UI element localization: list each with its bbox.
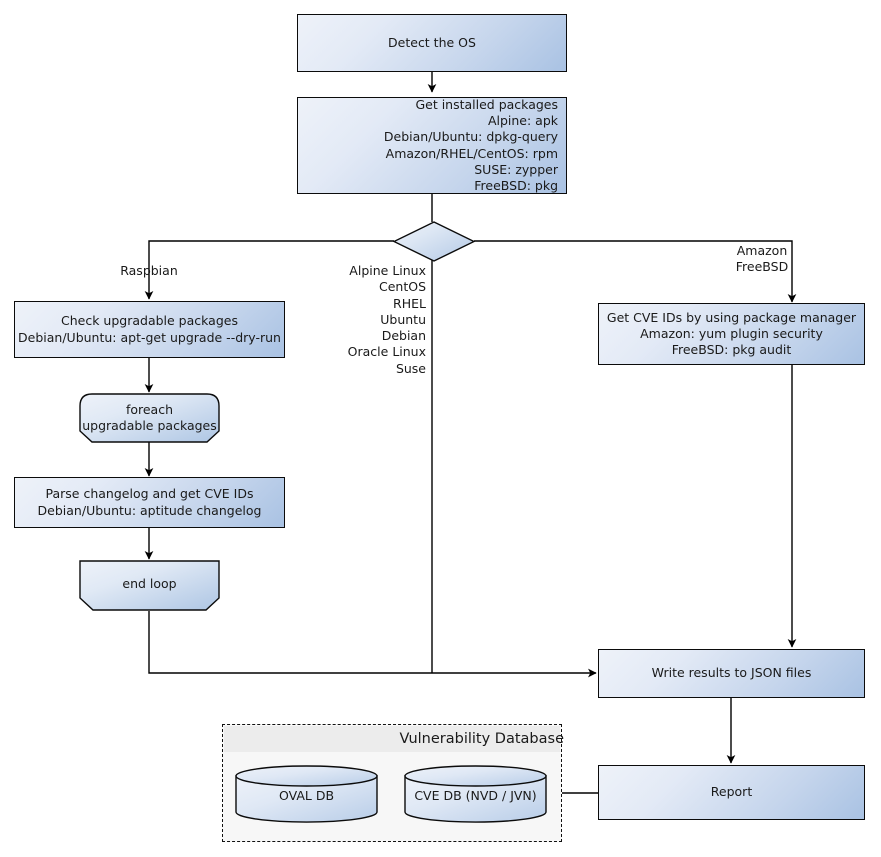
node-foreach-label: foreach upgradable packages <box>82 401 217 433</box>
node-cve-db-label: CVE DB (NVD / JVN) <box>414 788 537 803</box>
node-end-loop-label: end loop <box>122 575 177 591</box>
node-oval-db[interactable]: OVAL DB <box>235 765 378 823</box>
node-get-cve-ids-package-manager[interactable]: Get CVE IDs by using package manager Ama… <box>598 303 865 365</box>
cve-db-cylinder-top <box>404 765 547 787</box>
foreach-shape <box>79 393 220 443</box>
oval-db-cylinder-body <box>235 775 378 823</box>
node-get-cve-ids-package-manager-label: Get CVE IDs by using package manager Ama… <box>606 309 857 358</box>
node-report[interactable]: Report <box>598 765 865 820</box>
node-detect-the-os[interactable]: Detect the OS <box>297 14 567 72</box>
node-oval-db-label: OVAL DB <box>278 788 335 803</box>
edge-endloop-to-write <box>148 611 597 678</box>
node-detect-the-os-label: Detect the OS <box>388 34 476 50</box>
node-parse-changelog[interactable]: Parse changelog and get CVE IDs Debian/U… <box>14 477 285 528</box>
node-check-upgradable-packages[interactable]: Check upgradable packages Debian/Ubuntu:… <box>14 301 285 358</box>
edge-label-amazon-freebsd: Amazon FreeBSD <box>735 243 789 275</box>
end-loop-shape <box>79 560 220 611</box>
node-cve-db[interactable]: CVE DB (NVD / JVN) <box>404 765 547 823</box>
edge-label-middle-os-list: Alpine Linux CentOS RHEL Ubuntu Debian O… <box>347 263 426 376</box>
node-get-installed-packages-label: Get installed packages Alpine: apk Debia… <box>383 96 558 193</box>
node-os-decision[interactable] <box>392 221 476 262</box>
cve-db-cylinder-body <box>404 775 547 823</box>
edge-label-raspbian: Raspbian <box>120 263 178 278</box>
node-end-loop[interactable]: end loop <box>79 560 220 611</box>
node-get-installed-packages[interactable]: Get installed packages Alpine: apk Debia… <box>297 97 567 194</box>
node-check-upgradable-packages-label: Check upgradable packages Debian/Ubuntu:… <box>18 313 281 345</box>
node-end-loop-label-wrap: end loop <box>79 560 220 608</box>
group-vulnerability-database-title: Vulnerability Database <box>399 731 564 747</box>
group-vulnerability-database-title-bar: Vulnerability Database <box>224 726 564 752</box>
node-foreach-label-wrap: foreach upgradable packages <box>79 393 220 443</box>
os-decision-diamond-shape <box>392 221 476 262</box>
node-write-results-json[interactable]: Write results to JSON files <box>598 649 865 698</box>
node-foreach-upgradable-packages[interactable]: foreach upgradable packages <box>79 393 220 443</box>
oval-db-cylinder-top <box>235 765 378 787</box>
node-parse-changelog-label: Parse changelog and get CVE IDs Debian/U… <box>37 486 262 518</box>
node-write-results-json-label: Write results to JSON files <box>651 665 812 681</box>
node-report-label: Report <box>710 784 753 800</box>
